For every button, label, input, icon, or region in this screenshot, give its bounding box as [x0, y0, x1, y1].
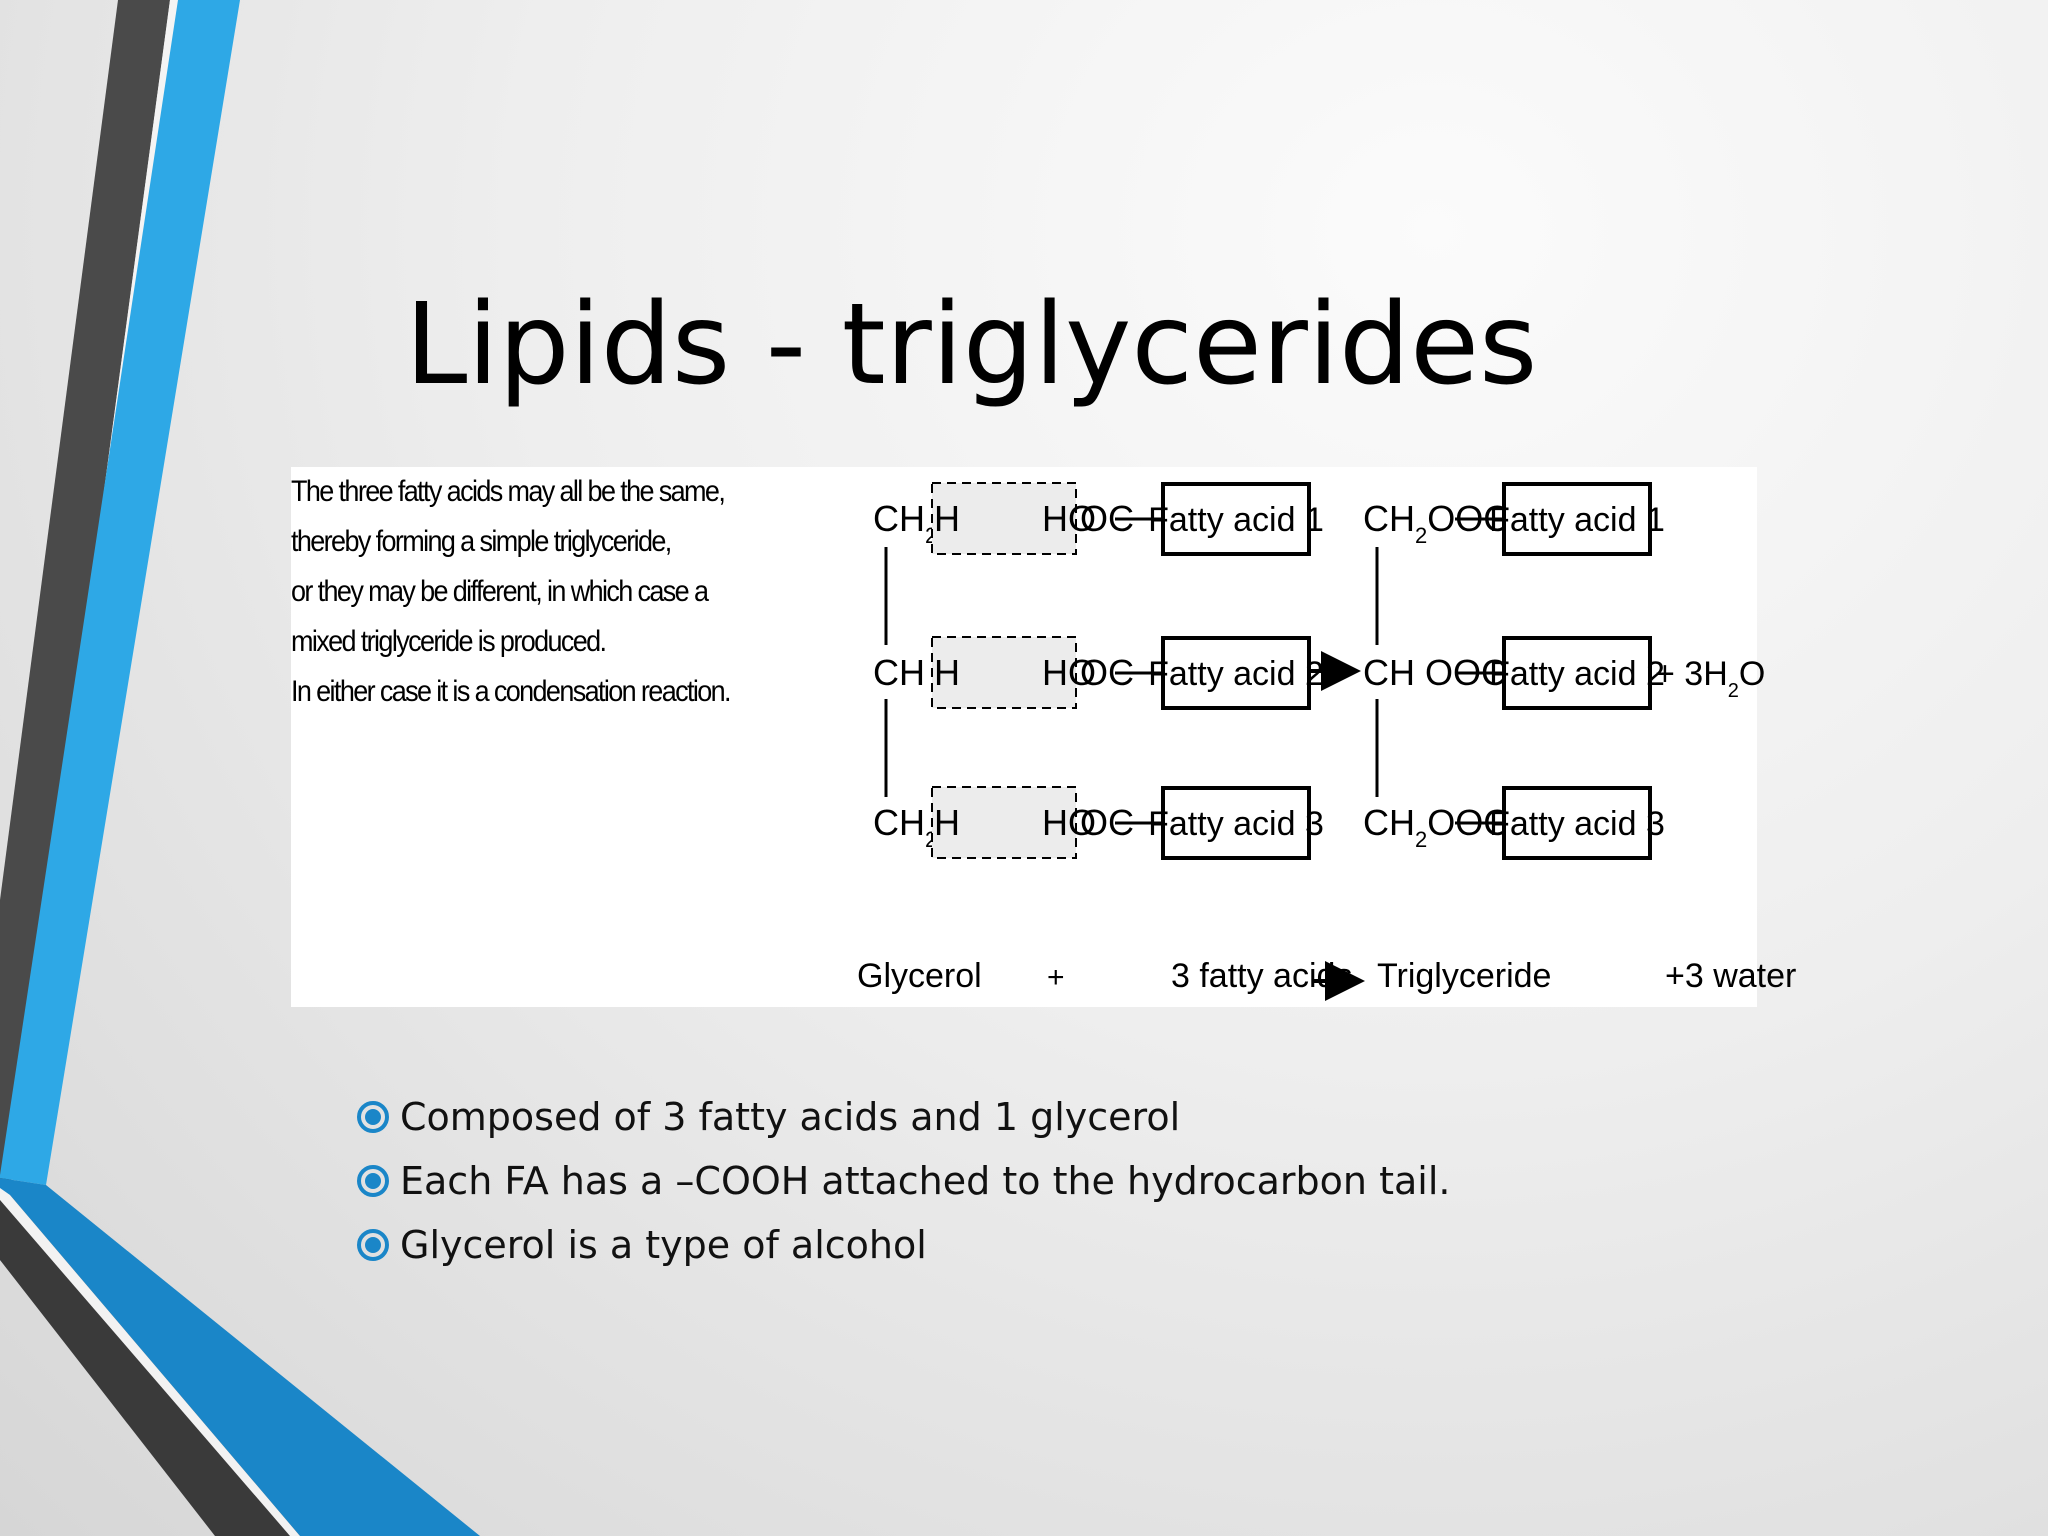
white-bottom-stripe — [0, 1188, 300, 1536]
slide-title: Lipids - triglycerides — [405, 280, 1538, 410]
fatty-acid-label-2: Fatty acid 2 — [1148, 655, 1324, 693]
figure-note: The three fatty acids may all be the sam… — [291, 467, 732, 717]
hydrogen-3: H — [934, 802, 960, 843]
product-fatty-acid-label-3: Fatty acid 3 — [1489, 805, 1665, 843]
label-water: +3 water — [1665, 957, 1796, 995]
product-fatty-acid-label-1: Fatty acid 1 — [1489, 501, 1665, 539]
figure-note-line: thereby forming a simple triglyceride, — [291, 525, 672, 558]
fatty-acid-box-1 — [1161, 482, 1311, 556]
product-fatty-acid-label-2: Fatty acid 2 — [1489, 655, 1665, 693]
water-product: + 3H2O — [1655, 655, 1765, 702]
blue-bottom-ribbon — [0, 1178, 480, 1536]
hydroxyl-3: HO — [1042, 802, 1096, 843]
dark-ribbon — [0, 0, 170, 1190]
figure-note-line: or they may be different, in which case … — [291, 575, 709, 608]
circled-dot-icon — [357, 1165, 389, 1197]
water-removed-box-1 — [931, 482, 1077, 555]
bullet-item: Glycerol is a type of alcohol — [356, 1213, 1450, 1277]
figure-note-line: In either case it is a condensation reac… — [291, 675, 732, 708]
triglyceride-figure: The three fatty acids may all be the sam… — [291, 467, 1796, 1007]
hydrogen-1: H — [934, 498, 960, 539]
product-fatty-acid-box-1 — [1502, 482, 1652, 556]
fatty-acid-label-1: Fatty acid 1 — [1148, 501, 1324, 539]
bullet-text: Composed of 3 fatty acids and 1 glycerol — [400, 1095, 1181, 1139]
hydroxyl-1: HO — [1042, 498, 1096, 539]
label-plus: + — [1047, 961, 1065, 994]
circled-dot-icon — [357, 1101, 389, 1133]
label-triglyceride: Triglyceride — [1377, 957, 1551, 995]
product-fatty-acid-box-2 — [1502, 636, 1652, 710]
bullet-list: Composed of 3 fatty acids and 1 glycerol… — [356, 1085, 1450, 1277]
circled-dot-icon — [357, 1229, 389, 1261]
label-fatty-acids: 3 fatty acids — [1171, 957, 1352, 995]
blue-ribbon — [0, 0, 240, 1185]
bullet-text: Glycerol is a type of alcohol — [400, 1223, 927, 1267]
bullet-item: Composed of 3 fatty acids and 1 glycerol — [356, 1085, 1450, 1149]
bullet-item: Each FA has a –COOH attached to the hydr… — [356, 1149, 1450, 1213]
reaction-diagram: CH2O H HO OC Fatty acid 1 CH2OOC Fatty a… — [857, 482, 1796, 1001]
water-removed-box-2 — [931, 636, 1077, 709]
hydrogen-2: H — [934, 652, 960, 693]
fatty-acid-label-3: Fatty acid 3 — [1148, 805, 1324, 843]
bullet-text: Each FA has a –COOH attached to the hydr… — [400, 1159, 1451, 1203]
label-glycerol: Glycerol — [857, 957, 982, 995]
hydroxyl-2: HO — [1042, 652, 1096, 693]
water-removed-box-3 — [931, 786, 1077, 859]
figure-note-line: mixed triglyceride is produced. — [291, 625, 607, 658]
product-group-3: CH2OOC — [1363, 802, 1509, 852]
product-fatty-acid-box-3 — [1502, 786, 1652, 860]
figure-note-line: The three fatty acids may all be the sam… — [291, 475, 726, 508]
product-group-1: CH2OOC — [1363, 498, 1509, 548]
fatty-acid-box-3 — [1161, 786, 1311, 860]
